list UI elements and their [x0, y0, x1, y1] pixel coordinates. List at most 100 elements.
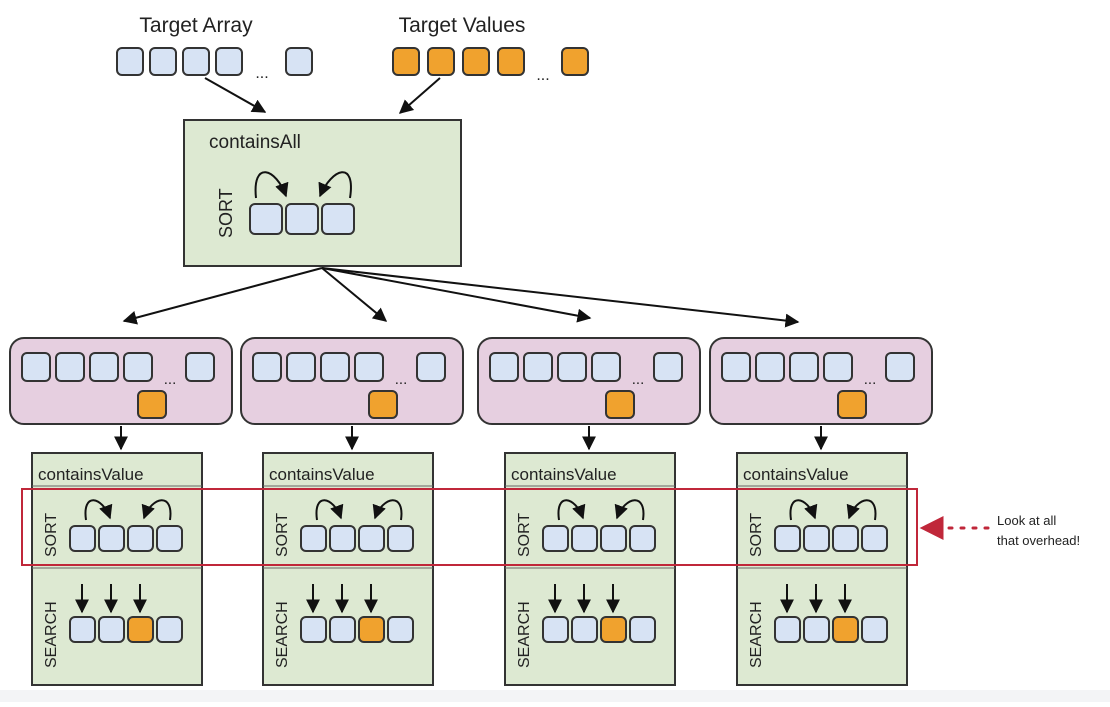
array-cell: [215, 47, 243, 76]
swap-arrow: [318, 171, 352, 199]
partition-array-cell: [252, 352, 282, 382]
partition-value-cell: [605, 390, 635, 419]
fanout-arrow: [321, 267, 388, 322]
search-label: SEARCH: [43, 601, 60, 668]
bottom-strip: [0, 690, 1110, 702]
search-cell: [156, 616, 183, 643]
sort-cell: [98, 525, 125, 552]
partition-ellipsis: ...: [164, 371, 177, 388]
sort-label: SORT: [516, 513, 533, 557]
fanout-arrow: [321, 267, 592, 323]
partition-array-cell: [591, 352, 621, 382]
partition-ellipsis: ...: [632, 371, 645, 388]
contains-all-title: containsAll: [209, 132, 301, 153]
array-cell: [285, 47, 313, 76]
sort-cell: [321, 203, 355, 235]
value-cell: [392, 47, 420, 76]
value-cell: [427, 47, 455, 76]
swap-arrow: [315, 499, 344, 521]
arrow-array-to-containsall: [204, 77, 267, 113]
swap-arrow: [84, 499, 113, 521]
sort-label: SORT: [274, 513, 291, 557]
search-cell: [98, 616, 125, 643]
array-ellipsis: ...: [255, 65, 268, 82]
partition-array-cell: [123, 352, 153, 382]
swap-arrow: [789, 499, 818, 521]
contains-value-box: [262, 452, 434, 686]
value-cell: [561, 47, 589, 76]
sort-cell: [300, 525, 327, 552]
target-array-label: Target Array: [139, 14, 253, 37]
annotation-line-2: that overhead!: [997, 533, 1080, 548]
fanout-arrow: [122, 267, 323, 325]
partition-array-cell: [789, 352, 819, 382]
partition-array-cell: [823, 352, 853, 382]
contains-all-sort-label: SORT: [216, 188, 236, 238]
partition-array-cell: [320, 352, 350, 382]
sort-label: SORT: [43, 513, 60, 557]
search-cell: [387, 616, 414, 643]
search-label: SEARCH: [274, 601, 291, 668]
search-label: SEARCH: [748, 601, 765, 668]
contains-value-title: containsValue: [743, 465, 849, 484]
partition-array-cell: [653, 352, 683, 382]
search-match-cell: [832, 616, 859, 643]
search-cell: [629, 616, 656, 643]
search-cell: [300, 616, 327, 643]
array-cell: [182, 47, 210, 76]
search-cell: [329, 616, 356, 643]
sort-cell: [861, 525, 888, 552]
search-cell: [774, 616, 801, 643]
contains-value-title: containsValue: [269, 465, 375, 484]
search-cell: [542, 616, 569, 643]
sort-cell: [127, 525, 154, 552]
contains-value-title: containsValue: [38, 465, 144, 484]
partition-array-cell: [557, 352, 587, 382]
sort-cell: [571, 525, 598, 552]
arrow-values-to-containsall: [398, 77, 441, 114]
contains-value-box: [31, 452, 203, 686]
partition-array-cell: [55, 352, 85, 382]
partition-ellipsis: ...: [864, 371, 877, 388]
search-cell: [69, 616, 96, 643]
partition-array-cell: [489, 352, 519, 382]
sort-cell: [329, 525, 356, 552]
swap-arrow: [614, 499, 645, 521]
sort-cell: [285, 203, 319, 235]
partition-array-cell: [354, 352, 384, 382]
search-match-cell: [127, 616, 154, 643]
partition-value-cell: [137, 390, 167, 419]
partition-array-cell: [416, 352, 446, 382]
value-cell: [497, 47, 525, 76]
sort-cell: [600, 525, 627, 552]
target-values: ...: [392, 47, 589, 84]
values-ellipsis: ...: [536, 67, 549, 84]
partition-array-cell: [523, 352, 553, 382]
target-array: ...: [116, 47, 313, 82]
sort-cell: [542, 525, 569, 552]
contains-all-box: containsAll SORT: [183, 119, 462, 267]
partition-array-cell: [286, 352, 316, 382]
array-cell: [149, 47, 177, 76]
sort-cell: [629, 525, 656, 552]
partition-array-cell: [89, 352, 119, 382]
annotation-line-1: Look at all: [997, 513, 1056, 528]
partition-array-cell: [721, 352, 751, 382]
search-match-cell: [358, 616, 385, 643]
swap-arrow: [557, 499, 586, 521]
sort-cell: [774, 525, 801, 552]
sort-cell: [358, 525, 385, 552]
sort-cell: [249, 203, 283, 235]
partition-array-cell: [21, 352, 51, 382]
contains-value-box: [504, 452, 676, 686]
partition-array-cell: [885, 352, 915, 382]
overhead-highlight: [21, 488, 918, 566]
sort-label: SORT: [748, 513, 765, 557]
partition-ellipsis: ...: [395, 371, 408, 388]
search-match-cell: [600, 616, 627, 643]
